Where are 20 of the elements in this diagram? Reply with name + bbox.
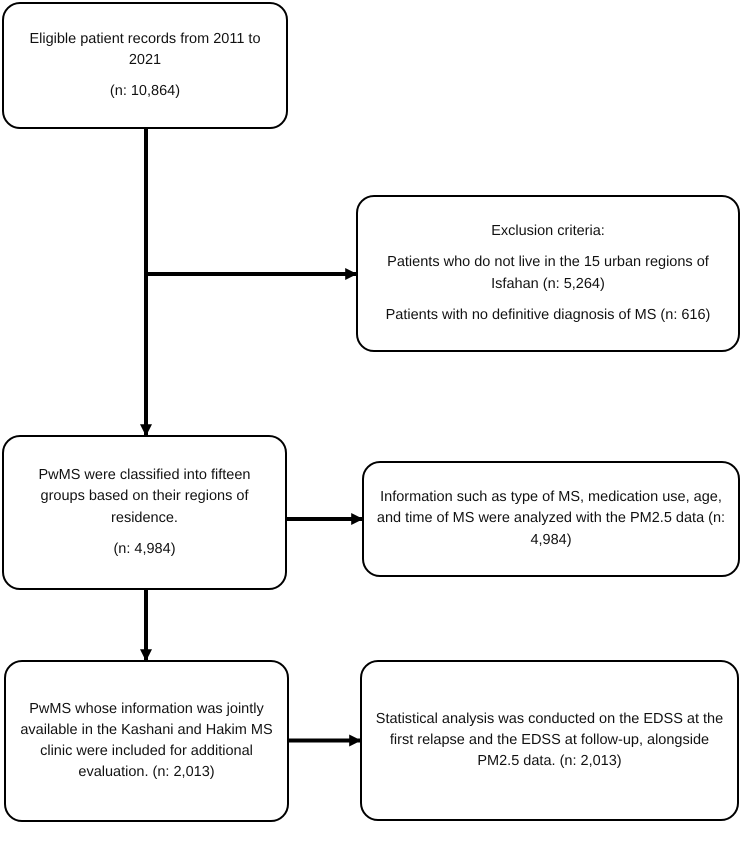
- box-text: Exclusion criteria:: [491, 222, 605, 242]
- box-text: Patients who do not live in the 15 urban regions of Isfahan (n: 5,264): [386, 253, 710, 294]
- process-box: [4, 660, 289, 822]
- box-text: Patients with no definitive diagnosis of MS (n: 616): [386, 306, 710, 325]
- process-box: [2, 2, 288, 129]
- box-text: (n: 10,864): [110, 82, 180, 101]
- box-text: (n: 4,984): [113, 540, 176, 559]
- box-text: Eligible patient records from 2011 to 2021: [28, 30, 262, 70]
- process-box: [362, 461, 740, 577]
- box-text: PwMS were classified into fifteen groups based on their regions of residence.: [38, 466, 252, 528]
- box-text: Information such as type of MS, medication use, age, and time of MS were analyzed with the PM2.5 data (n: 4,984): [376, 488, 726, 550]
- box-text: Statistical analysis was conducted on the EDSS at the first relapse and the EDSS at follow-up, alongside PM2.5 data. (n: 2,013): [374, 710, 724, 771]
- arrow: [287, 513, 364, 525]
- arrow: [144, 129, 358, 280]
- process-box: [360, 660, 739, 821]
- process-box: [356, 195, 740, 352]
- arrow: [289, 734, 362, 746]
- arrow: [140, 590, 152, 662]
- box-text: PwMS whose information was jointly available in the Kashani and Hakim MS clinic were included for additional evaluation. (n: 2,013): [19, 700, 274, 782]
- process-box: [2, 435, 287, 590]
